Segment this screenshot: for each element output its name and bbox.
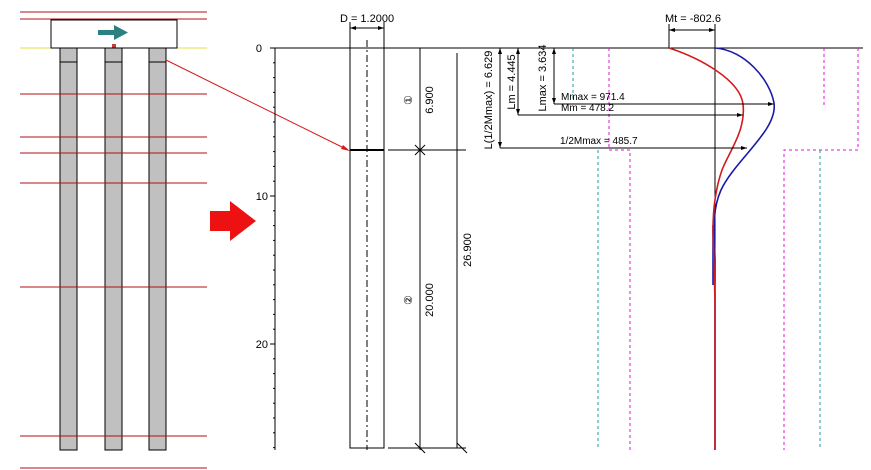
pile-group-elevation xyxy=(20,11,207,469)
detail-connector xyxy=(165,59,350,151)
depth-tick-0: 0 xyxy=(256,43,262,55)
l-half-mmax-label: L(1/2Mmax) = 6.629 xyxy=(483,51,495,150)
half-mmax-label: 1/2Mmax = 485.7 xyxy=(560,136,638,147)
mmax-label: Mmax = 971.4 xyxy=(561,92,625,103)
right-arrow-icon xyxy=(98,25,128,40)
depth-tick-10: 10 xyxy=(256,191,268,203)
pile-left xyxy=(59,47,78,451)
moment-dimensions xyxy=(500,102,774,150)
envelope-right-magenta-outer xyxy=(783,48,859,450)
length-dimensions xyxy=(495,47,560,148)
moment-diagram: Mt = -802.6 xyxy=(483,13,859,450)
depth-tick-20: 20 xyxy=(256,339,268,351)
segment-dimensions xyxy=(388,47,468,454)
soil-layer-lines xyxy=(20,93,207,469)
depth-axis: 0 10 20 xyxy=(256,43,276,450)
segment-2-length: 20.000 xyxy=(424,283,436,317)
right-arrow-icon xyxy=(210,201,256,241)
pile-right xyxy=(148,47,167,451)
segment-1-marker: ① xyxy=(403,95,415,105)
moment-curve-max xyxy=(713,47,775,450)
load-point-marker xyxy=(112,44,116,48)
segment-2-marker: ② xyxy=(403,295,415,305)
pile-middle xyxy=(104,47,123,451)
lmax-label: Lmax = 3.634 xyxy=(537,45,549,112)
diameter-label: D = 1.2000 xyxy=(340,13,394,25)
moment-curve-design xyxy=(668,47,745,450)
diameter-dimension: D = 1.2000 xyxy=(340,13,394,48)
single-pile xyxy=(349,40,385,450)
mm-label: Mm = 478.2 xyxy=(561,103,615,114)
lm-label: Lm = 4.445 xyxy=(506,54,518,109)
segment-1-length: 6.900 xyxy=(424,86,436,114)
mt-label: Mt = -802.6 xyxy=(665,13,721,25)
total-length: 26.900 xyxy=(462,233,474,267)
envelope-left-magenta xyxy=(608,48,631,450)
